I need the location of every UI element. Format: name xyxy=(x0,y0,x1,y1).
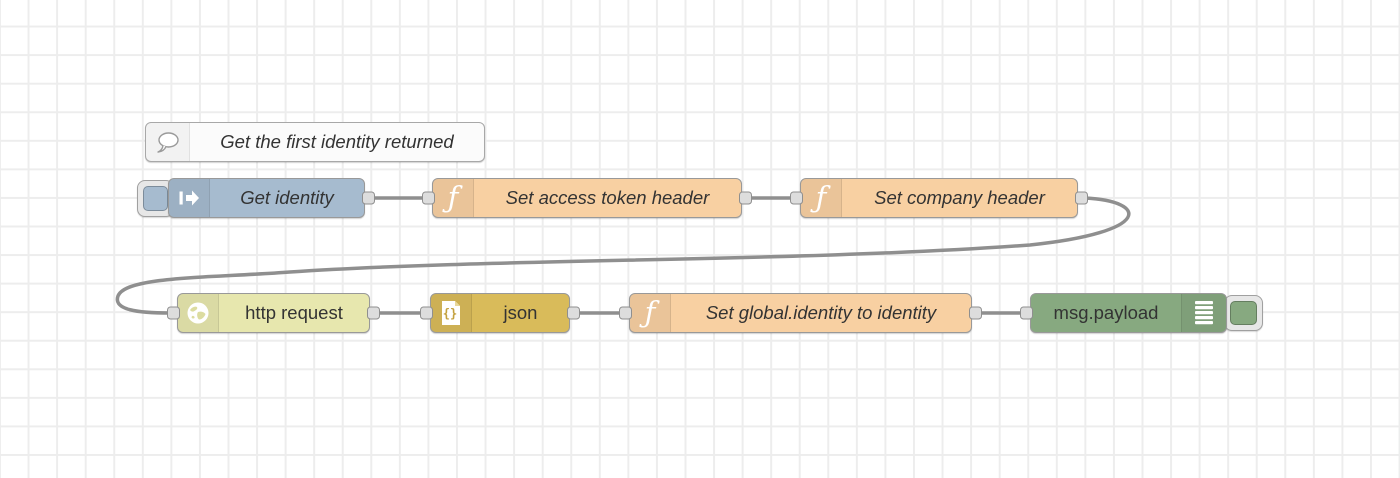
wire-func2-to-http-loop[interactable] xyxy=(115,196,1131,315)
inject-trigger-button-face[interactable] xyxy=(143,186,168,211)
function-node-set-company-header[interactable]: ƒ Set company header xyxy=(790,178,1088,218)
node-label: Get identity xyxy=(240,187,334,208)
function-f-icon: ƒ xyxy=(447,179,459,214)
output-port[interactable] xyxy=(362,191,375,205)
inject-trigger-button[interactable] xyxy=(137,180,174,217)
function-f-icon: ƒ xyxy=(815,179,827,214)
output-port[interactable] xyxy=(1075,191,1088,205)
inject-icon-region xyxy=(169,179,210,217)
debug-icon-region xyxy=(1181,294,1226,332)
function-icon-region: ƒ xyxy=(630,294,671,332)
output-port[interactable] xyxy=(969,306,982,320)
comment-node[interactable]: Get the first identity returned xyxy=(145,122,485,162)
function-icon-region: ƒ xyxy=(433,179,474,217)
output-port[interactable] xyxy=(739,191,752,205)
function-icon-region: ƒ xyxy=(801,179,842,217)
json-braces-icon: {} xyxy=(442,301,460,325)
http-request-node[interactable]: http request xyxy=(167,293,380,333)
inject-node[interactable]: Get identity xyxy=(168,178,375,218)
node-label: json xyxy=(503,302,538,323)
inject-arrow-icon xyxy=(179,190,199,206)
comment-label: Get the first identity returned xyxy=(220,131,454,152)
input-port[interactable] xyxy=(420,306,433,320)
comment-bubble-icon xyxy=(156,132,179,153)
globe-icon xyxy=(187,302,209,324)
node-label: msg.payload xyxy=(1053,302,1159,323)
node-label: Set global.identity to identity xyxy=(705,302,937,323)
function-node-set-access-token-header[interactable]: ƒ Set access token header xyxy=(422,178,752,218)
debug-node[interactable]: msg.payload xyxy=(1020,293,1227,333)
output-port[interactable] xyxy=(367,306,380,320)
input-port[interactable] xyxy=(790,191,803,205)
input-port[interactable] xyxy=(422,191,435,205)
input-port[interactable] xyxy=(619,306,632,320)
function-f-icon: ƒ xyxy=(644,294,656,329)
input-port[interactable] xyxy=(167,306,180,320)
debug-toggle-button[interactable] xyxy=(1224,295,1263,331)
input-port[interactable] xyxy=(1020,306,1033,320)
node-label: Set company header xyxy=(874,187,1045,208)
output-port[interactable] xyxy=(567,306,580,320)
json-icon-region: {} xyxy=(431,294,472,332)
node-label: Set access token header xyxy=(505,187,710,208)
svg-text:{}: {} xyxy=(443,307,457,321)
debug-output-icon xyxy=(1195,301,1213,325)
debug-toggle-button-face[interactable] xyxy=(1230,301,1257,325)
function-node-set-global-identity[interactable]: ƒ Set global.identity to identity xyxy=(619,293,982,333)
node-label: http request xyxy=(245,302,343,323)
comment-icon-region xyxy=(146,123,190,161)
http-icon-region xyxy=(178,294,219,332)
json-node[interactable]: {} json xyxy=(420,293,580,333)
